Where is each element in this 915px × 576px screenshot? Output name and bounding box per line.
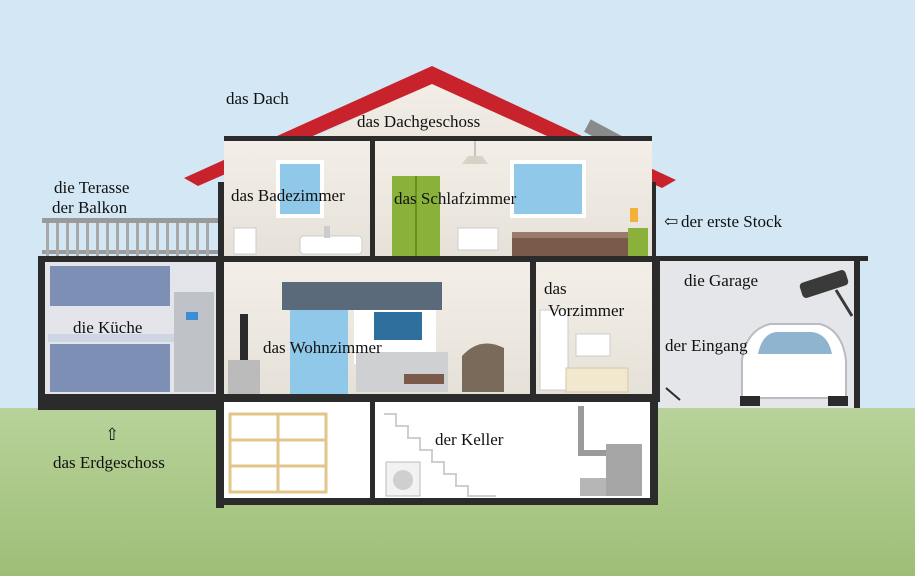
balcony-label: der Balkon (52, 198, 128, 217)
toilet (233, 227, 257, 255)
bed-icon (512, 232, 630, 256)
wardrobe-icon (392, 176, 440, 256)
washing-machine-icon (385, 461, 421, 497)
boiler-icon (578, 406, 642, 496)
entrance-label: der Eingang (665, 336, 748, 355)
radiator (457, 227, 499, 251)
hallway-label-line1: das (544, 279, 567, 298)
basement-label: der Keller (435, 430, 504, 449)
first-floor-label: der erste Stock (681, 212, 783, 231)
shelf-icon (228, 412, 328, 494)
security-camera-icon (799, 270, 854, 317)
first-floor-arrow-icon: ⇦ (664, 212, 679, 231)
ceiling-lamp-icon (462, 141, 488, 164)
car-icon (740, 323, 848, 406)
armchair-icon (462, 343, 504, 392)
kitchen-cabinets (50, 266, 170, 392)
bedroom-label: das Schlafzimmer (394, 189, 517, 208)
hallway-label-line2: Vorzimmer (548, 301, 625, 320)
attic-label: das Dachgeschoss (357, 112, 481, 131)
kitchen-label: die Küche (73, 318, 143, 337)
refrigerator-icon (174, 292, 214, 392)
ground-floor-arrow-icon: ⇧ (105, 425, 120, 444)
garage-label: die Garage (684, 271, 759, 290)
terrace-railing (42, 218, 218, 257)
bathtub-icon (299, 226, 363, 255)
bathroom-label: das Badezimmer (231, 186, 345, 205)
living-room-label: das Wohnzimmer (263, 338, 382, 357)
television-icon (374, 312, 422, 340)
ground-floor-label: das Erdgeschoss (53, 453, 165, 472)
basement-stairs (384, 413, 496, 497)
terrace-label: die Terasse (54, 178, 130, 197)
roof-label: das Dach (226, 89, 289, 108)
